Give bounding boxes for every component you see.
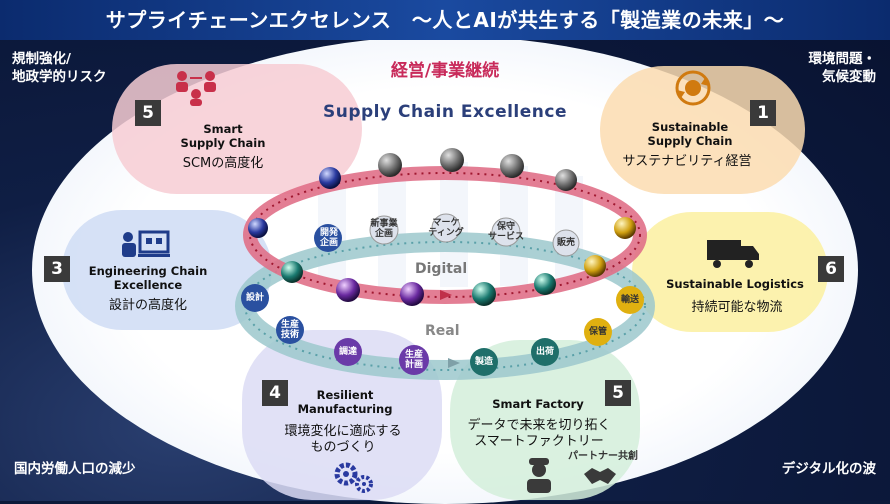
digital-ball bbox=[319, 167, 341, 189]
digital-ball bbox=[584, 255, 606, 277]
zone-sustainable-logistics bbox=[632, 212, 828, 332]
digital-ball bbox=[534, 273, 556, 295]
digital-ball bbox=[440, 148, 464, 172]
ring-label-procurement: 調達 bbox=[338, 347, 357, 357]
ring-label-new-business: 新事業 企画 bbox=[370, 219, 398, 239]
engineer-computer-icon bbox=[122, 230, 170, 257]
ring-label-storage: 保管 bbox=[588, 327, 607, 337]
ring-label-shipping: 出荷 bbox=[535, 347, 554, 357]
real-node bbox=[584, 318, 612, 346]
digital-ball bbox=[555, 169, 577, 191]
corner-top-right: 環境問題・ 気候変動 bbox=[809, 50, 877, 86]
recycle-globe-icon bbox=[675, 70, 711, 106]
real-node bbox=[616, 286, 644, 314]
excellence-label: Supply Chain Excellence bbox=[323, 102, 567, 122]
digital-arrow bbox=[440, 290, 452, 300]
truck-icon bbox=[707, 240, 759, 268]
pillar-title-sustainable-supply-chain: Sustainable Supply Chain bbox=[647, 120, 733, 148]
digital-ball bbox=[614, 217, 636, 239]
ring-label-development: 開発 企画 bbox=[319, 228, 338, 248]
ring-label-production-engineering: 生産 技術 bbox=[280, 320, 299, 340]
handshake-icon bbox=[584, 468, 616, 484]
pillar-number-engineering-chain: 3 bbox=[44, 256, 70, 282]
ring-label-design: 設計 bbox=[245, 293, 264, 303]
pillar-subtitle-engineering-chain: 設計の高度化 bbox=[108, 298, 187, 313]
pillar-subtitle-sustainable-supply-chain: サステナビリティ経営 bbox=[622, 154, 752, 169]
pillar-number-sustainable-logistics: 6 bbox=[818, 256, 844, 282]
pillar-title-smart-factory: Smart Factory bbox=[492, 397, 584, 411]
real-arrow bbox=[448, 358, 460, 368]
corner-top-right-line1: 環境問題・ bbox=[808, 51, 877, 67]
worker-icon bbox=[527, 458, 551, 493]
real-label: Real bbox=[425, 323, 460, 339]
partner-label: パートナー共創 bbox=[568, 451, 638, 462]
corner-top-right-line2: 気候変動 bbox=[822, 69, 876, 85]
real-node bbox=[276, 316, 304, 344]
pillar-subtitle-smart-factory: データで未来を切り拓く スマートファクトリー bbox=[467, 418, 611, 449]
real-node bbox=[470, 348, 498, 376]
digital-ball bbox=[248, 218, 268, 238]
zone-sustainable-supply-chain bbox=[600, 66, 805, 194]
corner-bottom-right: デジタル化の波 bbox=[781, 461, 876, 477]
digital-ball bbox=[336, 278, 360, 302]
digital-ball bbox=[281, 261, 303, 283]
pillar-subtitle-resilient-manufacturing: 環境変化に適応する ものづくり bbox=[284, 424, 402, 455]
pillar-subtitle-smart-supply-chain: SCMの高度化 bbox=[182, 156, 264, 171]
digital-ball bbox=[472, 282, 496, 306]
management-label: 経営/事業継続 bbox=[390, 61, 500, 81]
ring-label-maintenance: 保守 サービス bbox=[488, 222, 525, 242]
digital-node bbox=[491, 217, 521, 247]
people-network-icon bbox=[176, 71, 216, 106]
gears-icon bbox=[334, 462, 373, 493]
pillar-number-smart-factory: 5 bbox=[605, 380, 631, 406]
corner-top-left: 規制強化/ 地政学的リスク bbox=[12, 50, 107, 86]
corner-top-left-line2: 地政学的リスク bbox=[12, 69, 107, 85]
ring-label-manufacturing: 製造 bbox=[474, 357, 493, 367]
pillar-number-smart-supply-chain: 5 bbox=[135, 100, 161, 126]
corner-bottom-left: 国内労働人口の減少 bbox=[14, 461, 136, 477]
digital-ball bbox=[378, 153, 402, 177]
digital-node bbox=[552, 229, 580, 257]
corner-top-left-line1: 規制強化/ bbox=[12, 51, 71, 67]
pillar-title-engineering-chain: Engineering Chain Excellence bbox=[88, 264, 208, 292]
digital-ball bbox=[400, 282, 424, 306]
digital-node bbox=[369, 215, 399, 245]
ring-label-transport: 輸送 bbox=[620, 295, 639, 305]
title-banner bbox=[0, 0, 890, 40]
ring-label-production-planning: 生産 計画 bbox=[404, 350, 423, 370]
pillar-number-sustainable-supply-chain: 1 bbox=[750, 100, 776, 126]
pillar-number-resilient-manufacturing: 4 bbox=[262, 380, 288, 406]
real-node bbox=[241, 284, 269, 312]
zone-smart-supply-chain bbox=[112, 64, 362, 194]
pillar-subtitle-sustainable-logistics: 持続可能な物流 bbox=[691, 300, 783, 315]
pillar-title-sustainable-logistics: Sustainable Logistics bbox=[666, 277, 804, 291]
real-node bbox=[399, 345, 429, 375]
real-node bbox=[334, 338, 362, 366]
page-title: サプライチェーンエクセレンス ～人とAIが共生する「製造業の未来」～ bbox=[105, 8, 785, 32]
digital-label: Digital bbox=[415, 261, 468, 277]
digital-ball bbox=[500, 154, 524, 178]
pillar-title-smart-supply-chain: Smart Supply Chain bbox=[180, 122, 266, 150]
ring-label-sales: 販売 bbox=[556, 238, 575, 248]
digital-node bbox=[314, 224, 342, 252]
pillar-title-resilient-manufacturing: Resilient Manufacturing bbox=[297, 388, 393, 416]
digital-node bbox=[431, 213, 461, 243]
ring-label-marketing: マーケ ティング bbox=[428, 218, 464, 238]
real-node bbox=[531, 338, 559, 366]
